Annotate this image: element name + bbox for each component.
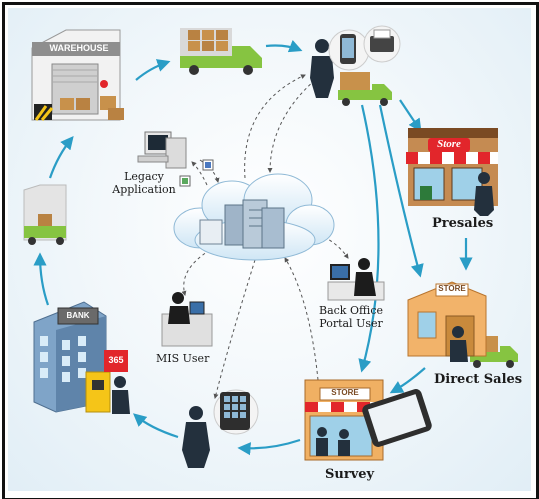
- salesman-bottom: [182, 389, 259, 468]
- dashed-survey-to-cloud: [284, 257, 319, 381]
- back-office-user-desk: [327, 258, 385, 301]
- bank-building: [33, 301, 130, 414]
- legacy-application-computer: [137, 131, 214, 187]
- delivery-truck-top: [180, 28, 262, 75]
- presales-store: [406, 128, 498, 216]
- arrow-bank-to-truck: [33, 252, 50, 306]
- arrow-salesman-to-survey: [358, 104, 380, 373]
- dashed-cloud-to-salesman: [244, 74, 306, 179]
- arrow-salesman2-to-bank: [133, 413, 179, 439]
- legacy-application-label: Legacy Application: [112, 170, 176, 196]
- presales-store-sign: Store: [437, 138, 461, 150]
- server-rack-icon: [199, 199, 285, 249]
- bank-calendar: 365: [108, 355, 124, 365]
- dashed-legacy-to-cloud: [199, 159, 220, 183]
- arrow-salesman-to-presales: [399, 99, 422, 133]
- warehouse-building: [31, 29, 124, 121]
- direct-sales-store: [407, 281, 487, 362]
- arrow-warehouse-to-truck: [135, 59, 171, 81]
- dashed-salesman-to-cloud: [267, 79, 316, 173]
- dashed-cloud-to-legacy: [191, 161, 208, 186]
- salesman-top: [310, 25, 401, 98]
- back-office-label: Back Office Portal User: [319, 304, 383, 330]
- arrow-survey-to-salesman2: [237, 438, 301, 456]
- mis-user-desk: [161, 292, 213, 347]
- survey-label: Survey: [325, 467, 375, 482]
- direct-sales-label: Direct Sales: [434, 372, 523, 387]
- survey-store-sign: STORE: [331, 388, 359, 397]
- arrow-truck-to-warehouse: [48, 135, 74, 179]
- dashed-cloud-to-salesman2: [213, 259, 256, 399]
- presales-label: Presales: [432, 216, 494, 231]
- arrow-truck-to-salesman: [265, 39, 303, 53]
- bank-sign: BANK: [66, 311, 90, 320]
- cloud-servers: [173, 173, 335, 261]
- arrow-salesman-to-directsales: [378, 104, 424, 278]
- arrow-directsales-to-survey: [389, 367, 426, 394]
- delivery-truck-salesman: [338, 72, 392, 106]
- delivery-truck-left: [23, 184, 67, 245]
- warehouse-sign: WAREHOUSE: [49, 43, 109, 53]
- mis-user-label: MIS User: [156, 352, 210, 365]
- dashed-cloud-to-mis: [181, 249, 211, 296]
- survey-store: [304, 379, 432, 461]
- flow-arrows: [33, 39, 473, 456]
- direct-sales-store-sign: STORE: [438, 284, 466, 293]
